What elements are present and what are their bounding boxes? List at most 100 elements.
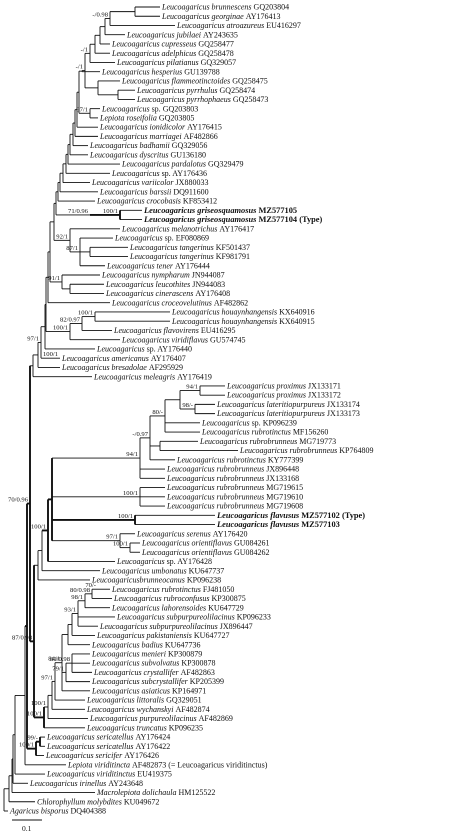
tip-label-rb1: Leucoagaricus rubrobrunneus MG719615 bbox=[166, 483, 303, 492]
sp-abbrev: sp. bbox=[165, 234, 176, 243]
accession-number: EU419375 bbox=[137, 770, 172, 779]
taxon-name: Leucoagaricus bbox=[101, 104, 152, 113]
taxon-name: Leucoagaricus rubrotinctus bbox=[201, 428, 293, 437]
support-value: 98/1 bbox=[71, 594, 83, 601]
tip-label-subpurp1: Leucoagaricus subpurpureolilacinus JX896… bbox=[99, 622, 253, 631]
accession-number: JX896447 bbox=[220, 622, 253, 631]
taxon-name: Leucoagaricus viridiflavus bbox=[121, 335, 210, 344]
tip-label-tener: Leucoagaricus tener AY176444 bbox=[106, 261, 210, 270]
accession-number: JX880033 bbox=[176, 178, 209, 187]
accession-number: KU647729 bbox=[208, 603, 244, 612]
tip-label-pilatianus: Leucoagaricus pilatianus GQ329057 bbox=[116, 58, 236, 67]
tip-label-tang2: Leucoagaricus tangerinus KF981791 bbox=[129, 252, 250, 261]
tip-label-brunnescens: Leucoagaricus brunnescens GQ203804 bbox=[161, 3, 289, 12]
accession-number: KP300879 bbox=[168, 649, 202, 658]
accession-number: KX640916 bbox=[279, 308, 315, 317]
tip-label-agaricus: Agaricus bisporus DQ404388 bbox=[9, 807, 106, 816]
tip-label-crocobasis: Leucoagaricus crocobasis KF853412 bbox=[96, 197, 217, 206]
taxon-name: Leucoagaricus sericatellus bbox=[46, 733, 135, 742]
tip-label-crystallifer: Leucoagaricus crystallifer AF482863 bbox=[93, 668, 215, 677]
taxon-name: Macrolepiota dolichaula bbox=[96, 788, 178, 797]
tip-label-variicolor: Leucoagaricus variicolor JX880033 bbox=[91, 178, 208, 187]
taxon-name: Leucoagaricus dyscritus bbox=[89, 150, 170, 159]
tip-label-rbtinct2: Leucoagaricus rubrotinctus MF156260 bbox=[201, 428, 328, 437]
taxon-name: Leucoagaricus rubrobrunneus bbox=[166, 483, 266, 492]
scale-bar: 0.1 bbox=[12, 819, 42, 833]
support-value: 100/1 bbox=[118, 513, 133, 520]
accession-number: GU084262 bbox=[234, 548, 270, 557]
accession-number: MG719773 bbox=[299, 437, 336, 446]
tip-label-tang1: Leucoagaricus tangerinus KF501437 bbox=[129, 243, 250, 252]
accession-number: AF482866 bbox=[184, 132, 218, 141]
tip-label-wych: Leucoagaricus wychanskyi AF482874 bbox=[86, 705, 210, 714]
scale-bar-label: 0.1 bbox=[22, 824, 32, 833]
support-value: 100/1 bbox=[31, 700, 46, 707]
tip-label-roseifolia: Lepiota roseifolia GQ203805 bbox=[99, 113, 194, 122]
tip-label-ionidicolor: Leucoagaricus ionidicolor AY176415 bbox=[99, 123, 222, 132]
accession-number: JN944083 bbox=[192, 280, 225, 289]
accession-number: AY176408 bbox=[195, 289, 230, 298]
support-value: 97/1 bbox=[41, 674, 53, 681]
support-value: 79/1 bbox=[52, 665, 64, 672]
taxon-name: Leucoagaricus pyrrhophaeus bbox=[136, 95, 233, 104]
accession-number: GU139788 bbox=[184, 67, 220, 76]
tip-label-irinellus: Leucoagaricus irinellus AY243648 bbox=[29, 779, 143, 788]
tip-label-adelphicus: Leucoagaricus adelphicus GQ258478 bbox=[111, 49, 234, 58]
tip-label-subpurp2: Leucoagaricus subpurpureolilacinus KP096… bbox=[116, 613, 271, 622]
accession-number: GQ203803 bbox=[163, 104, 199, 113]
tip-label-pakist: Leucoagaricus pakistaniensis KU647727 bbox=[96, 631, 229, 640]
accession-number: GQ329056 bbox=[172, 141, 208, 150]
taxon-name: Leucoagaricus lateritiopurpureus bbox=[216, 409, 327, 418]
support-value: 98/- bbox=[182, 402, 193, 409]
accession-number: KP300878 bbox=[181, 659, 215, 668]
taxon-name: Leucoagaricus cinerascens bbox=[105, 289, 195, 298]
taxon-name: Leucoagaricus houaynhangensis bbox=[171, 317, 279, 326]
taxon-name: Lepiota roseifolia bbox=[99, 113, 159, 122]
taxon-name: Leucoagaricus pakistaniensis bbox=[96, 631, 194, 640]
taxon-name: Leucoagaricus rubrobrunneus bbox=[166, 465, 266, 474]
support-value: 70/- bbox=[85, 582, 96, 589]
taxon-name: Leucoagaricus griseosquamosus bbox=[143, 215, 258, 224]
support-value: 87/1 bbox=[66, 245, 78, 252]
tip-label-americanus: Leucoagaricus americanus AY176407 bbox=[61, 354, 186, 363]
tip-label-meleagris: Leucoagaricus meleagris AY176419 bbox=[93, 372, 212, 381]
tip-label-melanotri: Leucoagaricus melanotrichus AY176417 bbox=[121, 224, 254, 233]
taxon-name: Leucoagaricus proximus bbox=[226, 391, 308, 400]
tip-label-hesperius: Leucoagaricus hesperius GU139788 bbox=[101, 67, 220, 76]
tip-label-lahor: Leucoagaricus lahorensoides KU647729 bbox=[111, 603, 244, 612]
tip-label-houay1: Leucoagaricus houaynhangensis KX640916 bbox=[171, 308, 315, 317]
accession-number: GQ203805 bbox=[159, 113, 195, 122]
taxon-name: Leucoagaricus rubroconfusus bbox=[113, 594, 211, 603]
taxon-name: Leucoagaricus purpureolilacinus bbox=[89, 714, 199, 723]
accession-number: GQ329479 bbox=[208, 160, 244, 169]
accession-number: AF482862 bbox=[214, 298, 248, 307]
accession-number: MZ577102 (Type) bbox=[301, 511, 365, 520]
taxon-name: Leucoagaricus badhamii bbox=[89, 141, 172, 150]
tip-label-gris2: Leucoagaricus griseosquamosus MZ577104 (… bbox=[143, 215, 323, 224]
tip-label-barssii: Leucoagaricus barssii DQ911600 bbox=[99, 187, 209, 196]
accession-number: GU084261 bbox=[234, 539, 270, 548]
tip-label-spEF: Leucoagaricus sp. EF080869 bbox=[114, 234, 209, 243]
tip-label-brunneoc: Leucoagaricusbrunneocanus KP096238 bbox=[91, 576, 221, 585]
support-value: 100/1 bbox=[19, 742, 34, 749]
accession-number: AY176417 bbox=[219, 224, 254, 233]
support-value: 94/1 bbox=[126, 451, 138, 458]
support-value: 97/1 bbox=[76, 106, 88, 113]
accession-number: AF482863 bbox=[181, 668, 215, 677]
taxon-name: Leucoagaricus adelphicus bbox=[111, 49, 198, 58]
tip-label-lepiotavir: Lepiota viriditincta AF482873 (= Leucoag… bbox=[67, 760, 268, 769]
tip-label-marriagei: Leucoagaricus marriagei AF482866 bbox=[99, 132, 218, 141]
taxon-name: Leucoagaricus marriagei bbox=[99, 132, 184, 141]
tip-label-subvolv: Leucoagaricus subvolvatus KP300878 bbox=[91, 659, 216, 668]
accession-number: GQ258474 bbox=[220, 86, 256, 95]
tip-label-gris1: Leucoagaricus griseosquamosus MZ577105 bbox=[143, 206, 297, 215]
tree-branches bbox=[3, 6, 238, 812]
accession-number: HM125522 bbox=[178, 788, 215, 797]
taxon-name: Leucoagaricus asiaticus bbox=[91, 686, 172, 695]
taxon-name: Leucoagaricus subpurpureolilacinus bbox=[99, 622, 220, 631]
support-value: 97/1 bbox=[106, 534, 118, 541]
support-value: 94/1 bbox=[186, 384, 198, 391]
tip-label-nympharum: Leucoagaricus nympharum JN944087 bbox=[101, 271, 225, 280]
taxon-name: Leucoagaricus tener bbox=[106, 261, 175, 270]
accession-number: KF981791 bbox=[216, 252, 250, 261]
